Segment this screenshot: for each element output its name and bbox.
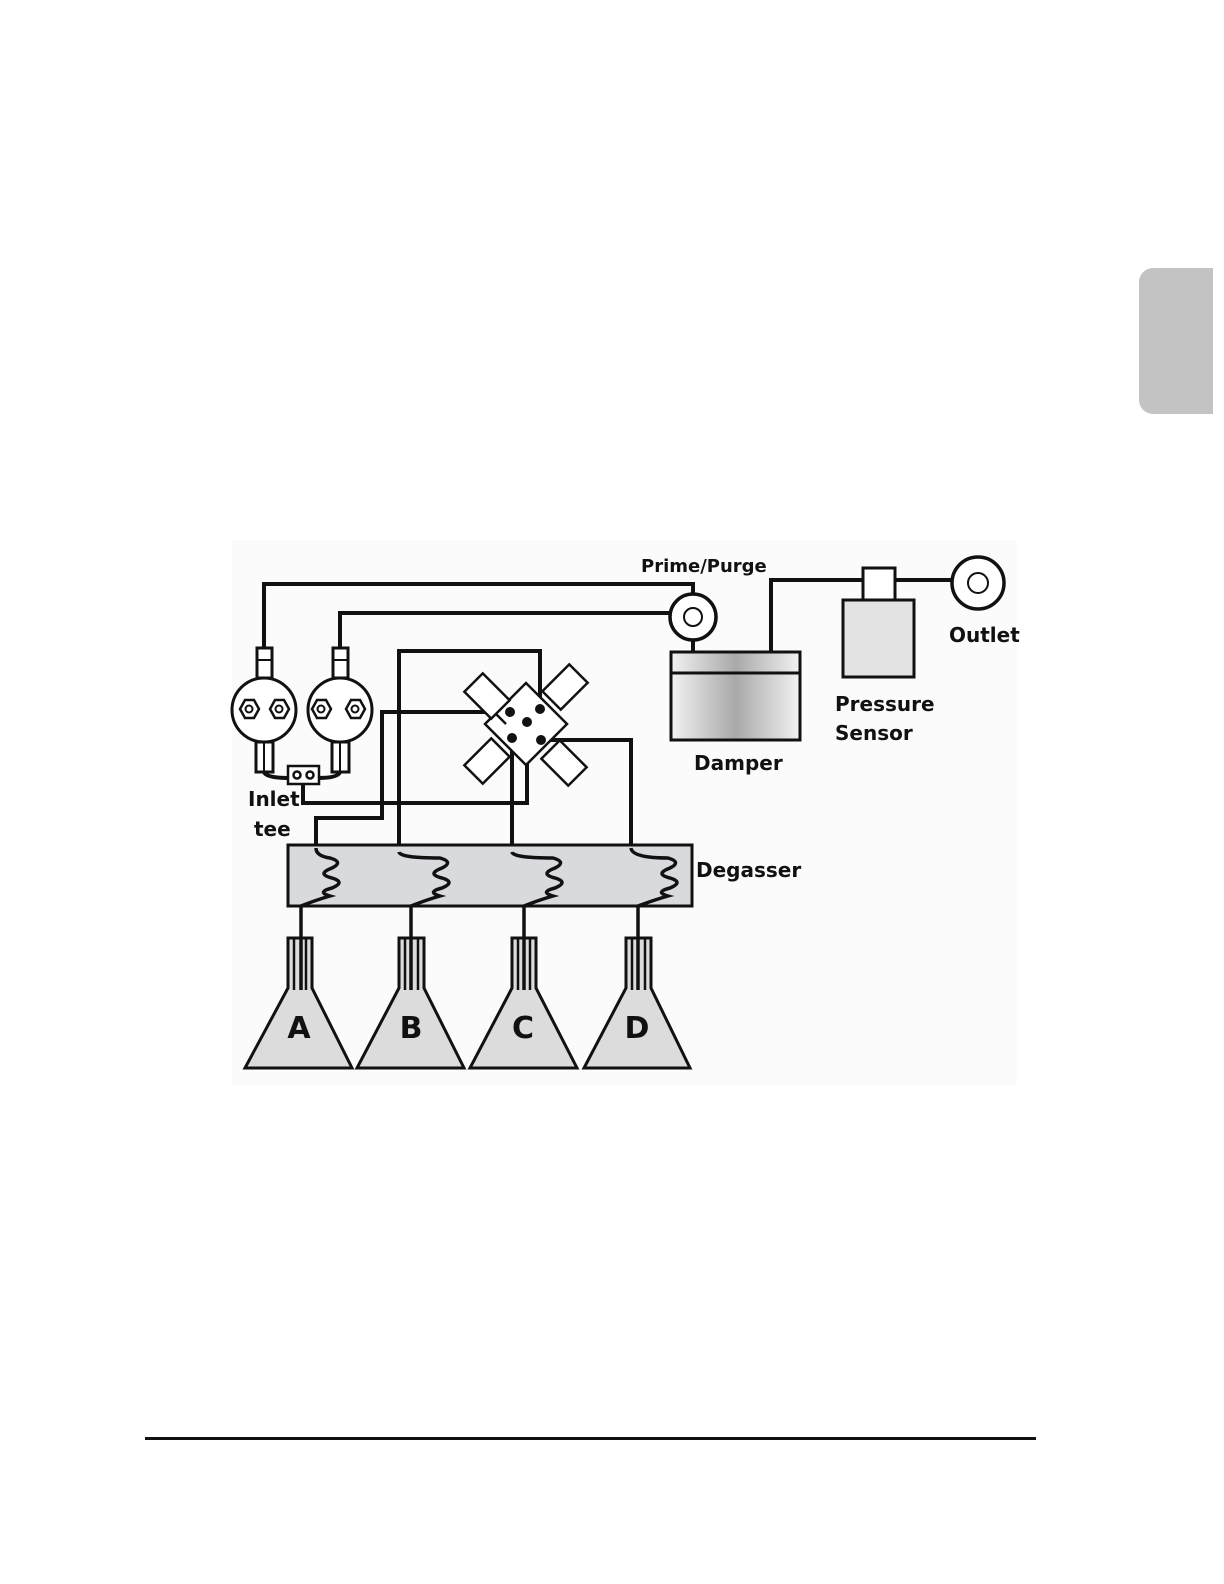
flask-label-a: A: [287, 1011, 311, 1046]
flask-label-b: B: [400, 1011, 423, 1046]
footer-rule: [145, 1437, 1036, 1440]
label-inlet-tee-line1: Inlet: [248, 787, 300, 811]
prime-purge-valve: [670, 594, 716, 640]
label-pressure-sensor-line2: Sensor: [835, 721, 913, 745]
label-prime-purge: Prime/Purge: [641, 556, 767, 577]
label-pressure-sensor-line1: Pressure: [835, 692, 935, 716]
label-degasser: Degasser: [696, 858, 801, 882]
flask-label-c: C: [512, 1011, 534, 1046]
pump-1-piston-left: [240, 700, 259, 718]
flask-label-d: D: [625, 1011, 650, 1046]
pump-2-piston-left: [312, 700, 331, 718]
pump-1-piston-right: [270, 700, 289, 718]
pump-2-piston-right: [346, 700, 365, 718]
damper: [671, 652, 800, 740]
label-inlet-tee-line2: tee: [254, 817, 291, 841]
outlet-fitting: [952, 557, 1004, 609]
inlet-tee: [288, 766, 319, 784]
label-damper: Damper: [694, 751, 783, 775]
label-outlet: Outlet: [949, 623, 1020, 647]
